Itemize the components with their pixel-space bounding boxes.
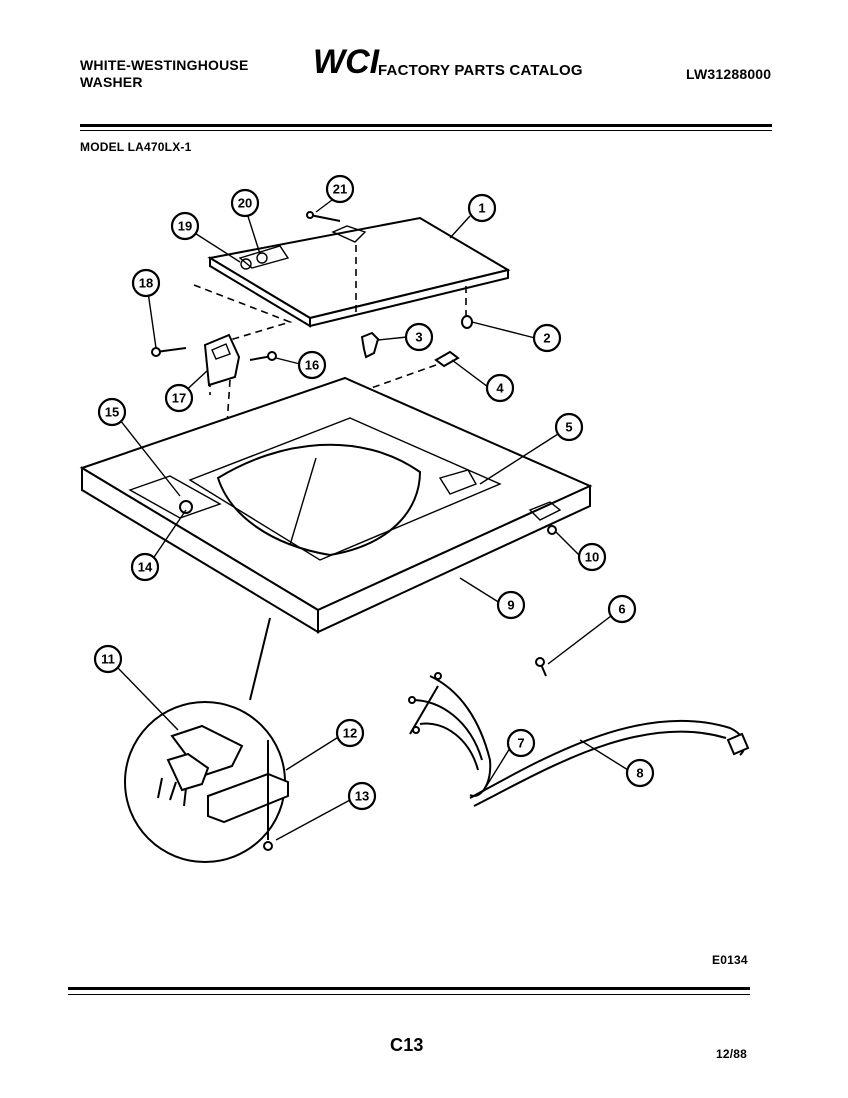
svg-text:15: 15 [105,405,119,420]
catalog-title: FACTORY PARTS CATALOG [378,62,583,79]
svg-text:18: 18 [139,276,153,291]
panel-clip-3 [360,331,380,359]
callout-11: 11 [93,644,123,674]
footer-rule [68,987,750,990]
product-name: WASHER [80,74,143,90]
callout-7: 7 [506,728,536,758]
callout-10: 10 [577,542,607,572]
console-top-panel [207,216,511,328]
callout-4: 4 [485,373,515,403]
manufacturer-block: WHITE-WESTINGHOUSE WASHER [80,57,248,91]
svg-text:16: 16 [305,358,319,373]
svg-text:21: 21 [333,182,347,197]
hinge-bracket-17 [203,333,241,387]
screw-16 [249,351,277,361]
screw-21 [306,211,341,222]
manufacturer-name: WHITE-WESTINGHOUSE [80,57,249,73]
svg-text:8: 8 [636,766,643,781]
svg-text:4: 4 [496,381,504,396]
callout-13: 13 [347,781,377,811]
screw-6 [535,657,547,677]
callout-9: 9 [496,590,526,620]
svg-text:20: 20 [238,196,252,211]
svg-text:12: 12 [343,726,357,741]
bumper-10 [547,525,557,535]
washer-top-cover [79,376,593,634]
callout-16: 16 [297,350,327,380]
wire-harness-7 [408,672,492,797]
page-number: C13 [390,1035,424,1055]
svg-text:3: 3 [415,330,422,345]
revision-date: 12/88 [716,1047,748,1061]
svg-text:10: 10 [585,550,599,565]
callout-18: 18 [131,268,161,298]
callout-3: 3 [404,322,434,352]
wci-logo-icon: WCI [313,43,381,80]
callout-14: 14 [130,552,160,582]
callout-2: 2 [532,323,562,353]
svg-text:9: 9 [507,598,514,613]
svg-text:11: 11 [101,652,115,667]
lid-switch-detail [124,701,289,863]
svg-text:2: 2 [543,331,550,346]
clip-4 [434,350,460,368]
logo-text: WCI [313,43,381,80]
callout-1: 1 [467,193,497,223]
callout-20: 20 [230,188,260,218]
callout-21: 21 [325,174,355,204]
clip-2 [461,315,473,329]
model-number: MODEL LA470LX-1 [80,140,192,154]
callout-15: 15 [97,397,127,427]
catalog-number: LW31288000 [686,66,772,82]
callout-8: 8 [625,758,655,788]
svg-text:19: 19 [178,219,192,234]
callout-5: 5 [554,412,584,442]
callout-6: 6 [607,594,637,624]
header-rule-thin [80,130,772,131]
header-rule [80,124,772,127]
footer-rule-thin [68,994,750,995]
drawing-number: E0134 [712,953,748,967]
svg-text:1: 1 [478,201,485,216]
svg-text:14: 14 [138,560,153,575]
screw-18 [151,347,187,357]
svg-text:6: 6 [618,602,625,617]
svg-text:7: 7 [517,736,524,751]
callout-19: 19 [170,211,200,241]
svg-text:13: 13 [355,789,369,804]
callout-12: 12 [335,718,365,748]
svg-text:5: 5 [565,420,572,435]
callout-17: 17 [164,383,194,413]
svg-text:17: 17 [172,391,186,406]
